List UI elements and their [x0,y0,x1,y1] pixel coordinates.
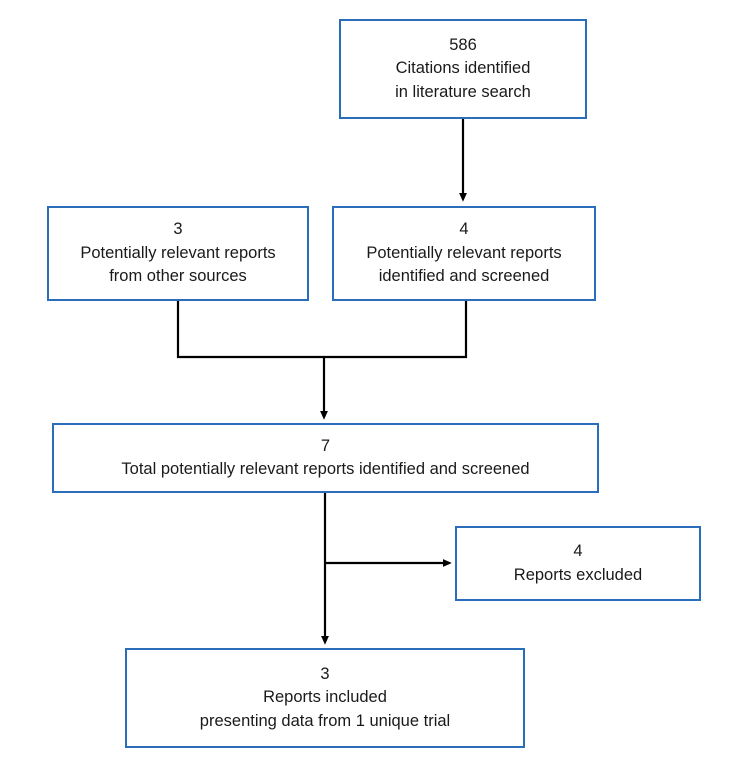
node-other-sources-line1: Potentially relevant reports [80,243,276,262]
node-reports-included-count: 3 [320,664,330,683]
node-identified-screened-line1: Potentially relevant reports [366,243,562,262]
node-total-screened-line1: Total potentially relevant reports ident… [121,460,530,478]
node-total-screened-count: 7 [320,436,331,455]
node-citations-identified-line1: Citations identified [395,59,531,78]
connector-other-sources-to-merge [176,301,324,359]
node-reports-included: 3 Reports included presenting data from … [125,648,525,748]
node-reports-included-line1: Reports included [263,688,387,707]
node-reports-excluded-count: 4 [573,542,583,561]
node-identified-screened: 4 Potentially relevant reports identifie… [332,206,596,301]
node-reports-excluded-line1: Reports excluded [513,565,643,584]
node-citations-identified-line2: in literature search [395,82,531,101]
node-reports-included-line2: presenting data from 1 unique trial [199,711,451,730]
node-other-sources: 3 Potentially relevant reports from othe… [47,206,309,301]
node-identified-screened-line2: identified and screened [378,267,550,286]
node-other-sources-count: 3 [173,220,183,239]
node-identified-screened-count: 4 [459,220,469,239]
node-citations-identified-count: 586 [449,35,477,54]
node-reports-excluded: 4 Reports excluded [455,526,701,601]
connector-identified-screened-to-merge [324,301,468,359]
node-other-sources-line2: from other sources [109,267,247,286]
node-citations-identified: 586 Citations identified in literature s… [339,19,587,119]
node-total-screened: 7 Total potentially relevant reports ide… [52,423,599,493]
